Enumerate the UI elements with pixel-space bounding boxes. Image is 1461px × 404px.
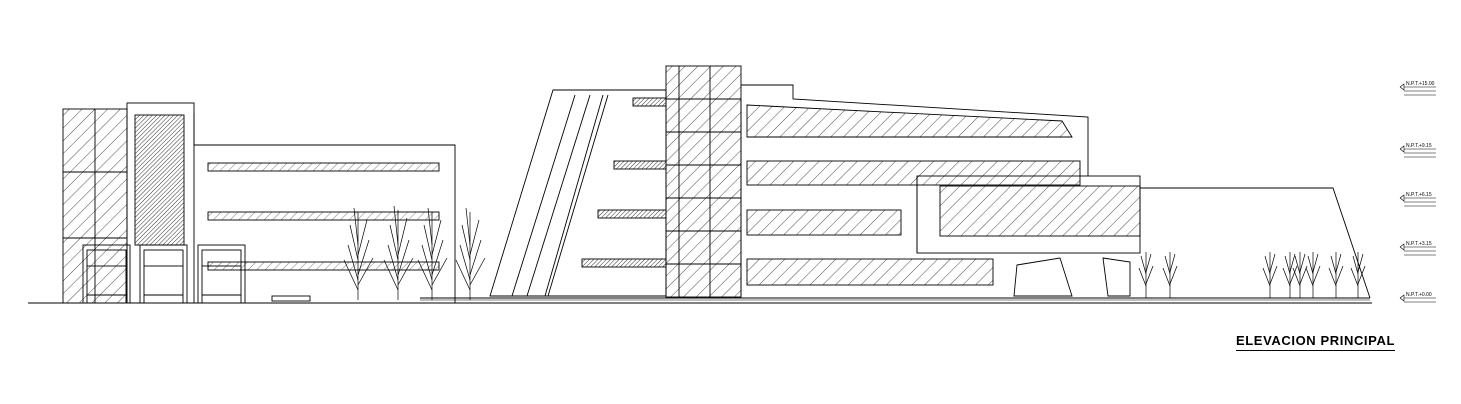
level-marker: N.P.T.+6.15 <box>1399 192 1436 207</box>
level-marker: N.P.T.+9.15 <box>1399 143 1436 158</box>
tree <box>455 207 486 300</box>
level-label: N.P.T.+6.15 <box>1406 192 1432 198</box>
drawing-title: ELEVACION PRINCIPAL <box>1236 333 1395 351</box>
tree <box>383 205 414 300</box>
level-label: N.P.T.+15.00 <box>1406 81 1435 87</box>
tree <box>1292 252 1308 298</box>
left-building <box>62 102 456 304</box>
tree <box>343 207 374 300</box>
tree <box>417 207 448 300</box>
tree <box>1138 252 1154 298</box>
tree <box>1328 252 1344 298</box>
level-marker: N.P.T.+15.00 <box>1399 81 1436 96</box>
tree <box>1350 252 1366 298</box>
tree <box>1162 252 1178 298</box>
level-label: N.P.T.+3.15 <box>1406 241 1432 247</box>
level-label: N.P.T.+0.00 <box>1406 292 1432 298</box>
level-marker: N.P.T.+3.15 <box>1399 241 1436 256</box>
trees <box>343 205 1366 300</box>
level-label: N.P.T.+9.15 <box>1406 143 1432 149</box>
tree <box>1282 252 1298 298</box>
level-marker: N.P.T.+0.00 <box>1399 292 1436 303</box>
tree <box>1262 252 1278 298</box>
tree <box>1305 252 1321 298</box>
central-building <box>489 65 1371 299</box>
level-markers: N.P.T.+15.00 N.P.T.+9.15 N.P.T.+6.15 <box>1399 81 1436 303</box>
dock-doors <box>82 244 246 304</box>
ground-line <box>28 297 1372 304</box>
